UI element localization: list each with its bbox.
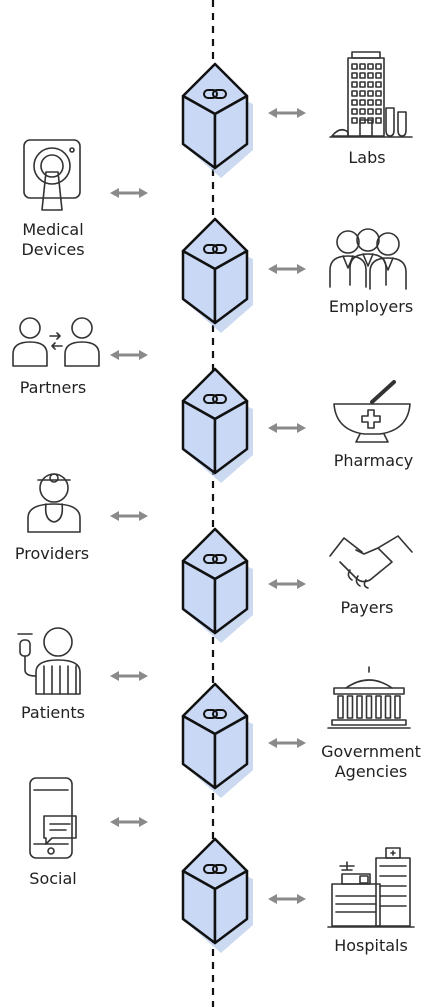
chain-link-icon — [203, 554, 227, 564]
bidirectional-arrow — [268, 894, 306, 904]
left-node-medical-devices-label: Medical Devices — [8, 220, 98, 260]
right-node-payers-label: Payers — [340, 598, 394, 617]
lab-building-icon — [329, 51, 413, 138]
block-cube — [181, 527, 253, 643]
mri-scanner-icon — [23, 139, 81, 211]
chain-link-icon — [203, 244, 227, 254]
block-cube — [181, 682, 253, 798]
chain-link-icon — [203, 709, 227, 719]
block-right-face — [213, 94, 249, 170]
bidirectional-arrow — [110, 350, 148, 360]
left-node-providers-label: Providers — [14, 544, 90, 563]
bidirectional-arrow — [110, 511, 148, 521]
bidirectional-arrow — [110, 817, 148, 827]
label-line: Devices — [21, 240, 85, 259]
left-node-patients-label: Patients — [20, 703, 86, 722]
bidirectional-arrow — [268, 579, 306, 589]
chain-link-icon — [203, 864, 227, 874]
block-right-face — [213, 714, 249, 790]
block-cube — [181, 837, 253, 953]
bidirectional-arrow — [268, 264, 306, 274]
mortar-pestle-icon — [333, 380, 411, 443]
block-cube — [181, 217, 253, 333]
smartphone-chat-icon — [29, 777, 77, 859]
patient-iv-icon — [17, 627, 81, 695]
chain-link-icon — [203, 89, 227, 99]
block-cube — [181, 367, 253, 483]
bidirectional-arrow — [110, 671, 148, 681]
bidirectional-arrow — [110, 188, 148, 198]
block-right-face — [213, 249, 249, 325]
label-line: Agencies — [334, 762, 408, 781]
left-node-social-label: Social — [29, 869, 77, 888]
label-line: Medical — [22, 220, 84, 239]
block-cube — [181, 62, 253, 178]
block-right-face — [213, 869, 249, 945]
right-node-labs-label: Labs — [348, 148, 386, 167]
right-node-employers-label: Employers — [328, 297, 414, 316]
right-node-pharmacy-label: Pharmacy — [333, 451, 414, 470]
group-of-people-icon — [329, 228, 407, 290]
hospital-icon — [327, 847, 415, 928]
bidirectional-arrow — [268, 108, 306, 118]
label-line: Government — [321, 742, 421, 761]
right-node-government-agencies-label: Government Agencies — [313, 742, 429, 782]
bidirectional-arrow — [268, 423, 306, 433]
block-right-face — [213, 399, 249, 475]
bidirectional-arrow — [268, 738, 306, 748]
block-right-face — [213, 559, 249, 635]
handshake-icon — [329, 535, 413, 589]
government-building-icon — [327, 666, 411, 729]
right-node-hospitals-label: Hospitals — [334, 936, 408, 955]
left-node-partners-label: Partners — [19, 378, 87, 397]
partners-exchange-icon — [12, 317, 100, 367]
doctor-icon — [27, 473, 81, 533]
chain-link-icon — [203, 394, 227, 404]
